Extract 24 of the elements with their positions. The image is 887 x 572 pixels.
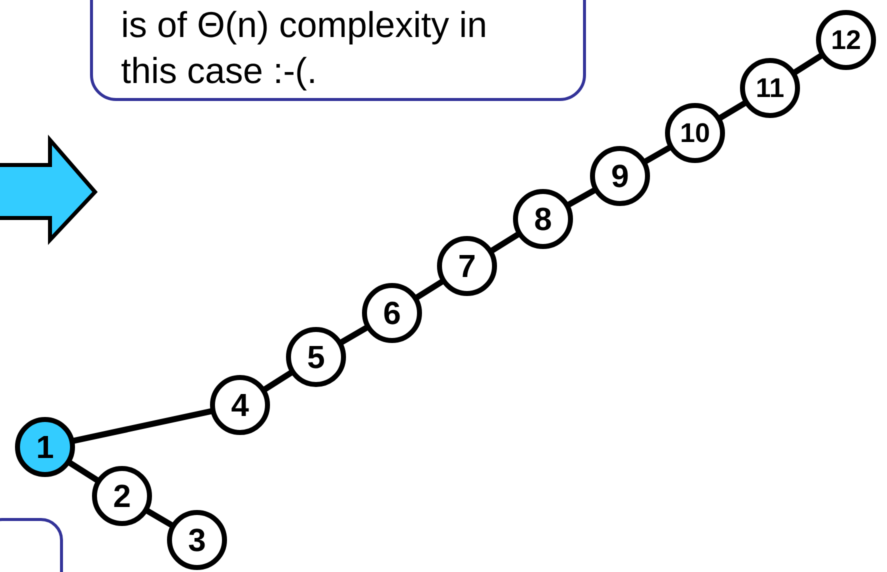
node-number: 3 xyxy=(188,524,206,556)
node-number: 9 xyxy=(611,160,629,192)
tree-edge xyxy=(489,231,521,254)
tree-edge xyxy=(67,460,100,484)
node-number: 8 xyxy=(534,203,552,235)
tree-edge xyxy=(414,278,445,301)
node-number: 2 xyxy=(113,480,131,512)
tree-edge xyxy=(566,187,598,208)
node-number: 11 xyxy=(756,74,784,102)
tree-edge xyxy=(338,324,370,346)
node-number: 10 xyxy=(680,120,710,146)
tree-edge xyxy=(792,52,824,76)
tree-edge xyxy=(72,408,214,444)
tree-edge xyxy=(262,369,294,393)
tree-edge xyxy=(717,100,748,122)
node-number: 6 xyxy=(383,297,401,329)
callout-text: is of Θ(n) complexity in this case :-(. xyxy=(121,3,488,93)
tree-edge xyxy=(642,144,672,165)
tree-edge xyxy=(144,508,174,528)
node-number: 4 xyxy=(231,389,249,421)
node-number: 12 xyxy=(830,26,862,54)
node-number: 5 xyxy=(307,341,325,373)
node-number: 1 xyxy=(36,431,54,463)
node-number: 7 xyxy=(458,250,476,282)
